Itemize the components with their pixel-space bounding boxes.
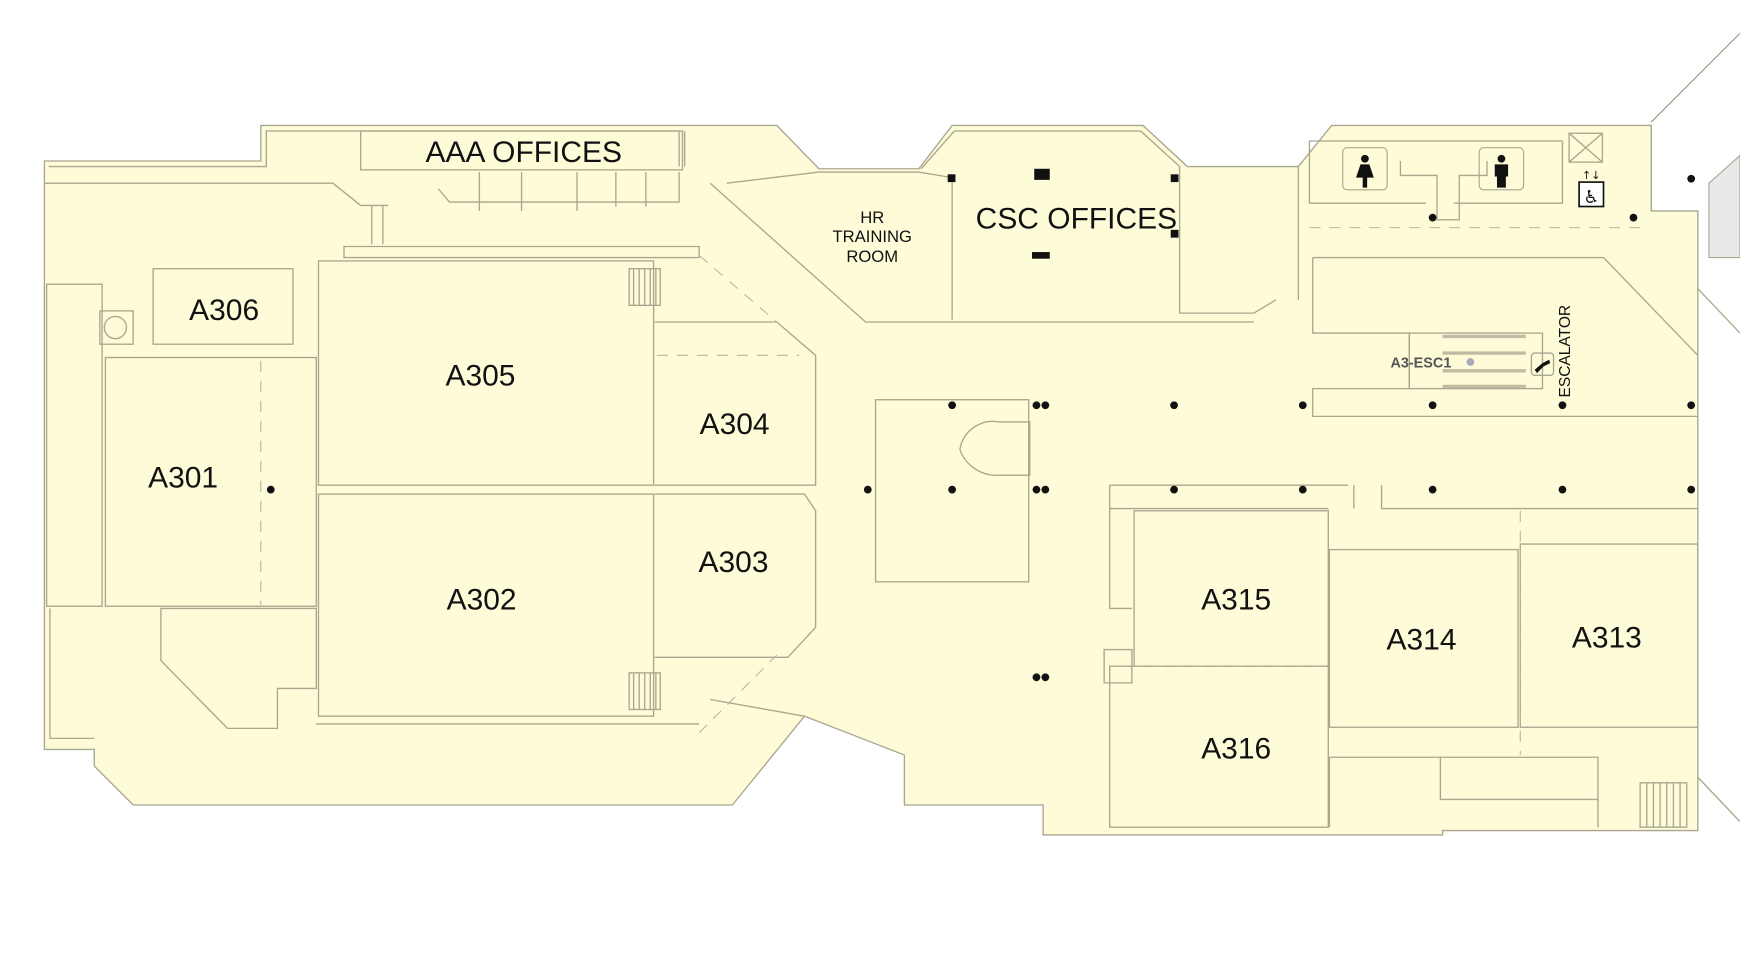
escalator-icon xyxy=(1530,352,1555,376)
room-a302[interactable]: A302 xyxy=(317,493,655,717)
room-label: A302 xyxy=(447,584,517,617)
room-label: A313 xyxy=(1572,621,1642,654)
room-a316[interactable]: A316 xyxy=(1109,665,1329,828)
room-label: A314 xyxy=(1387,624,1457,657)
room-label: A305 xyxy=(446,359,516,392)
room-label: A304 xyxy=(700,408,770,441)
womens-restroom-icon[interactable] xyxy=(1342,147,1388,191)
svg-text:↑↓: ↑↓ xyxy=(1582,169,1601,182)
mens-restroom-icon[interactable] xyxy=(1478,147,1525,191)
csc-offices-label: CSC OFFICES xyxy=(976,203,1177,236)
hr-label-line2: TRAINING xyxy=(832,227,911,246)
room-label: A306 xyxy=(189,294,259,327)
mechanical-area xyxy=(45,283,134,607)
stairs-icon xyxy=(628,268,661,711)
room-a306[interactable]: A306 xyxy=(152,268,294,345)
hr-label-line3: ROOM xyxy=(846,247,898,266)
accessible-elevator-icon[interactable]: ↑↓ ♿ xyxy=(1568,132,1605,208)
room-a304[interactable]: A304 xyxy=(654,321,817,486)
hr-training-room[interactable]: HR TRAINING ROOM xyxy=(726,171,953,320)
room-a301[interactable]: A301 xyxy=(104,356,317,607)
svg-text:♿: ♿ xyxy=(1583,188,1599,208)
room-a305[interactable]: A305 xyxy=(317,260,655,486)
room-a313[interactable]: A313 xyxy=(1519,510,1699,756)
stairs-icon xyxy=(1639,782,1688,828)
restroom-area xyxy=(1297,140,1643,300)
floor-outline xyxy=(43,124,1699,836)
room-label: A315 xyxy=(1201,584,1271,617)
csc-offices-area[interactable]: CSC OFFICES xyxy=(920,130,1277,314)
aaa-offices-label: AAA OFFICES xyxy=(426,136,622,169)
room-a314[interactable]: A314 xyxy=(1328,548,1519,728)
escalator-label: ESCALATOR xyxy=(1557,305,1574,398)
room-label: A316 xyxy=(1201,732,1271,765)
escalator-area[interactable]: A3-ESC1 ESCALATOR xyxy=(1312,256,1699,418)
hr-label-line1: HR xyxy=(860,208,884,227)
room-label: A301 xyxy=(148,461,218,494)
aaa-offices-area: AAA OFFICES xyxy=(332,130,700,259)
structural-columns xyxy=(266,174,1696,682)
atrium-stairs xyxy=(874,399,1031,583)
escalator-id-label: A3-ESC1 xyxy=(1390,356,1451,372)
room-label: A303 xyxy=(699,546,769,579)
room-a303[interactable]: A303 xyxy=(654,493,817,658)
